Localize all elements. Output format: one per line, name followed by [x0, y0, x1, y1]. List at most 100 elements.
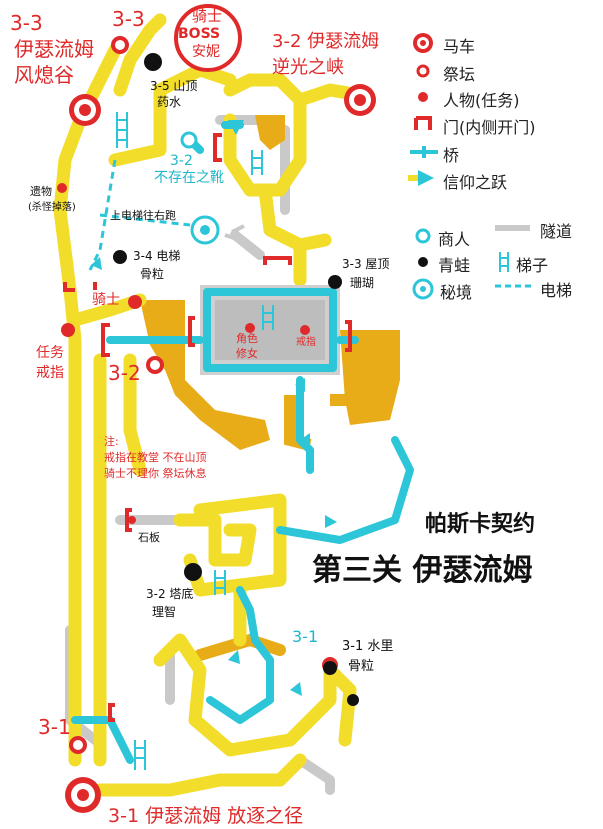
label-3-1-cyan: 3-1 [292, 627, 319, 646]
ladders [116, 112, 274, 770]
legend-merchant-icon [415, 228, 431, 244]
legend-bridge: 桥 [443, 146, 460, 165]
ladder [262, 305, 274, 330]
label-3-2-sub: 逆光之峡 [272, 57, 344, 78]
altar[interactable] [69, 736, 87, 754]
label-elevator-note: 上电梯往右跑 [110, 209, 176, 222]
cyan-bridges [71, 121, 414, 764]
path-branch [258, 183, 332, 287]
legend-carriage-icon [413, 33, 433, 53]
label-3-4: 3-4 电梯 [133, 249, 181, 263]
label-bone-2: 骨粒 [348, 659, 375, 674]
note-title: 注: [104, 435, 119, 448]
leap-arrow [91, 257, 102, 270]
label-3-1-water: 3-1 水里 [342, 639, 394, 654]
path-maze [173, 513, 257, 567]
carriage-3-2[interactable] [344, 84, 376, 116]
legend-frog-icon [418, 257, 428, 267]
legend-carriage: 马车 [443, 37, 476, 56]
ladder [116, 112, 128, 148]
legend-door: 门(内侧开门) [443, 118, 536, 137]
npcs[interactable] [57, 183, 310, 524]
altar[interactable] [146, 356, 164, 374]
npc-nun[interactable] [245, 323, 255, 333]
secret-branch [224, 224, 245, 242]
leap-arrow [228, 120, 244, 135]
bridge-maze [206, 586, 274, 724]
frog-3-2[interactable] [184, 563, 202, 581]
label-potion: 药水 [157, 95, 182, 109]
door [188, 316, 195, 347]
frog-3-1[interactable] [323, 661, 337, 675]
label-nun-a: 角色 [236, 332, 258, 345]
path-bottom-right [323, 663, 357, 747]
legend-ladder: 梯子 [516, 256, 549, 275]
doors [63, 133, 352, 722]
door [63, 282, 97, 292]
label-nun-b: 修女 [236, 347, 258, 360]
boss-marker[interactable] [174, 4, 242, 72]
door [125, 508, 132, 532]
legend-elevator: 电梯 [540, 281, 573, 300]
carriage-3-1[interactable] [65, 777, 101, 813]
frog-3-4[interactable] [113, 250, 127, 264]
legend-npc: 人物(任务) [443, 91, 520, 110]
tunnel-segment [295, 755, 335, 795]
legend-frog: 青蛙 [438, 256, 471, 275]
label-shoes-level: 3-2 [170, 153, 193, 169]
path-hub [223, 73, 307, 197]
title-line-2: 第三关 伊瑟流姆 [312, 553, 533, 588]
boss-label-2: BOSS [178, 26, 221, 42]
legend-npc-icon [418, 92, 428, 102]
door [108, 703, 115, 722]
carriage-3-3[interactable] [69, 94, 101, 126]
legend-altar-icon [416, 64, 430, 78]
title-line-1: 帕斯卡契约 [425, 512, 536, 537]
label-coral: 珊瑚 [350, 276, 375, 290]
bridge-church-ring [203, 288, 337, 372]
label-3-1-left: 3-1 [38, 715, 71, 739]
path-bottom [93, 753, 307, 797]
label-shoes: 不存在之靴 [154, 170, 224, 186]
secret-realm[interactable] [190, 215, 220, 245]
label-ring: 戒指 [296, 337, 316, 348]
bridge-down [296, 376, 314, 474]
legend-merchant: 商人 [438, 230, 471, 249]
label-sanity: 理智 [152, 605, 177, 619]
ladder [214, 570, 226, 595]
merchant-3-2[interactable] [180, 131, 198, 149]
path-maze-outer [183, 493, 287, 597]
ladder [134, 740, 146, 770]
boss-label-1: 骑士 [192, 7, 223, 25]
path-bottom-loop [153, 633, 337, 757]
label-3-3-top: 3-3 [112, 7, 145, 31]
npc-slate[interactable] [128, 516, 136, 524]
label-ring-quest: 戒指 [36, 365, 64, 381]
npc-quest[interactable] [61, 323, 75, 337]
legend-secret-icon [412, 278, 434, 300]
path-mid-down [123, 353, 147, 477]
legend-leap: 信仰之跃 [443, 173, 508, 192]
label-3-3: 3-3 [10, 11, 43, 35]
elevator-top [99, 213, 191, 227]
door [213, 133, 222, 162]
legend-symbols [408, 33, 535, 300]
label-3-2-mid: 3-2 [108, 361, 141, 385]
npc-relic[interactable] [57, 183, 67, 193]
leap-arrow [290, 682, 302, 696]
legend-secret: 秘境 [440, 283, 473, 302]
frog-3-1-water[interactable] [347, 694, 359, 706]
label-relic: 遗物 [30, 185, 52, 198]
legend-bridge-icon [410, 146, 438, 158]
orange-bottom [194, 633, 286, 661]
door [263, 256, 292, 265]
frogs[interactable] [113, 53, 359, 706]
note-line-1: 戒指在教堂 不在山顶 [104, 451, 207, 464]
frog-3-3[interactable] [328, 275, 342, 289]
label-3-2-tower: 3-2 塔底 [146, 587, 194, 601]
npc-ring[interactable] [300, 325, 310, 335]
frog-3-5[interactable] [144, 53, 162, 71]
altar[interactable] [111, 36, 129, 54]
npc-knight[interactable] [128, 295, 142, 309]
